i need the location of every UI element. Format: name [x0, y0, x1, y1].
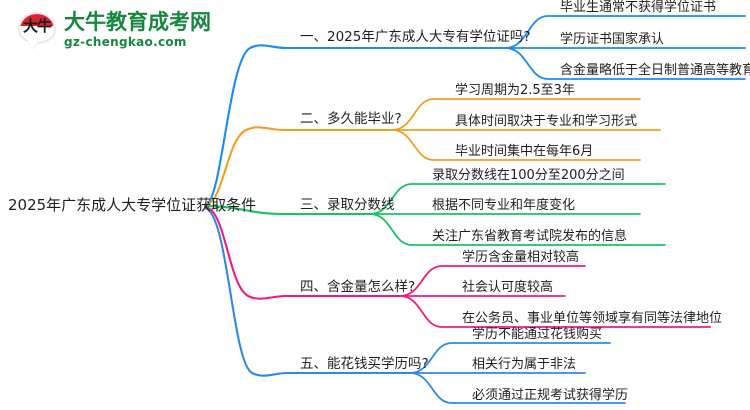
branch-4-wires — [203, 205, 711, 328]
leaf-node-1-3[interactable]: 含金量略低于全日制普通高等教育 — [560, 63, 750, 78]
logo-title: 大牛教育成考网 — [64, 10, 211, 34]
leaf-node-4-1[interactable]: 学历含金量相对较高 — [462, 250, 580, 265]
leaf-node-1-1[interactable]: 毕业生通常不获得学位证书 — [560, 0, 717, 15]
logo-wordmark: 大牛教育成考网 gz-chengkao.com — [64, 10, 211, 50]
branch-node-2[interactable]: 二、多久能毕业? — [300, 111, 402, 127]
leaf-node-4-3[interactable]: 在公务员、事业单位等领域享有同等法律地位 — [462, 311, 723, 326]
leaf-node-3-2[interactable]: 根据不同专业和年度变化 — [432, 198, 576, 213]
logo-mark-text: 大牛 — [22, 17, 52, 35]
leaf-node-5-2[interactable]: 相关行为属于非法 — [472, 357, 577, 372]
leaf-node-2-2[interactable]: 具体时间取决于专业和学习形式 — [455, 114, 638, 129]
speech-bubble-shape — [18, 12, 56, 44]
branch-node-4[interactable]: 四、含金量怎么样? — [300, 279, 416, 295]
leaf-node-3-3[interactable]: 关注广东省教育考试院发布的信息 — [432, 229, 628, 244]
bubble-tail — [27, 40, 39, 49]
leaf-node-5-1[interactable]: 学历不能通过花钱购买 — [472, 327, 603, 342]
leaf-node-1-2[interactable]: 学历证书国家承认 — [560, 32, 665, 47]
logo-url: gz-chengkao.com — [64, 35, 187, 49]
logo-mark-icon: 大牛 — [18, 12, 58, 50]
leaf-node-4-2[interactable]: 社会认可度较高 — [462, 280, 554, 295]
mindmap-root-node[interactable]: 2025年广东成人大专学位证获取条件 — [8, 196, 257, 214]
branch-node-3[interactable]: 三、录取分数线 — [300, 197, 395, 213]
branch-node-1[interactable]: 一、2025年广东成人大专有学位证吗? — [300, 29, 531, 45]
site-logo: 大牛 大牛教育成考网 gz-chengkao.com — [18, 8, 211, 54]
leaf-node-3-1[interactable]: 录取分数线在100分至200分之间 — [432, 168, 625, 183]
leaf-node-2-3[interactable]: 毕业时间集中在每年6月 — [455, 144, 594, 159]
leaf-node-2-1[interactable]: 学习周期为2.5至3年 — [455, 83, 575, 98]
leaf-node-5-3[interactable]: 必须通过正规考试获得学历 — [472, 388, 629, 403]
bubble-red-cap — [20, 14, 54, 26]
branch-node-5[interactable]: 五、能花钱买学历吗? — [300, 356, 429, 372]
